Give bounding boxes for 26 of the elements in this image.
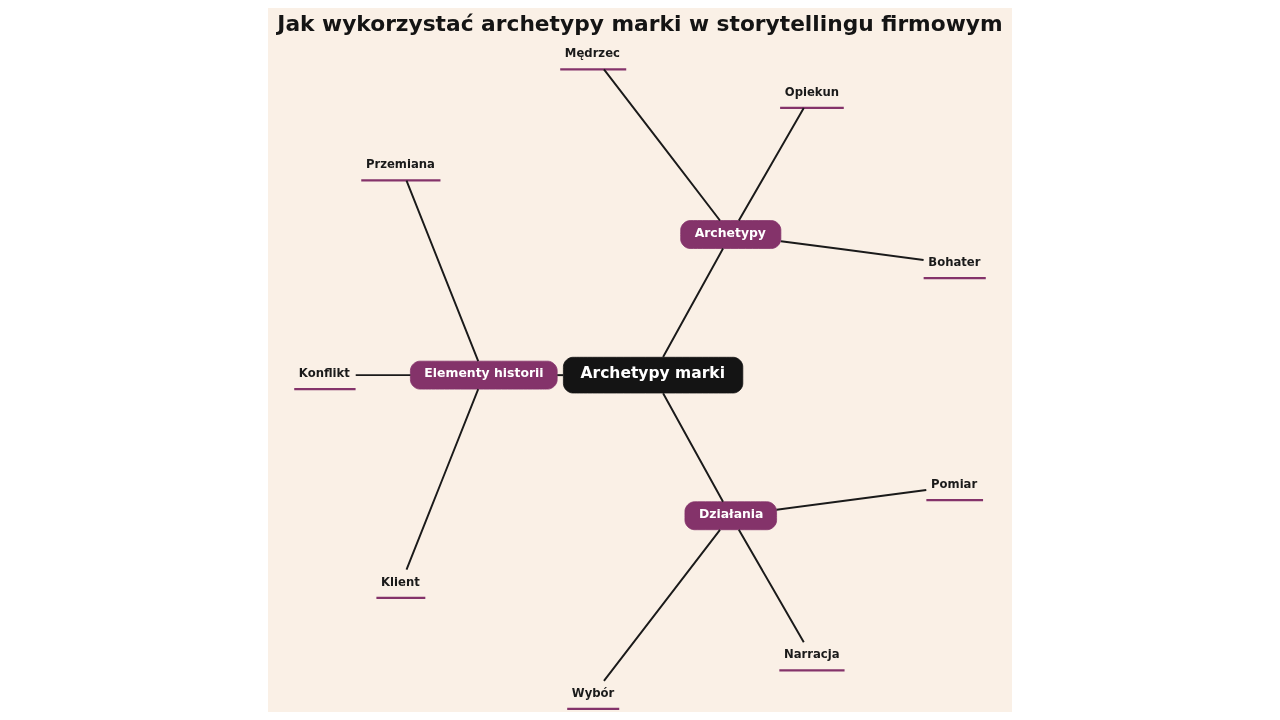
connector: [603, 528, 721, 682]
connector: [603, 68, 721, 222]
connector: [405, 388, 480, 571]
connector: [556, 374, 565, 377]
connector: [780, 240, 925, 261]
node-text: Pomiar: [931, 477, 978, 492]
node-text: Opiekun: [784, 84, 840, 99]
node-text: Klient: [381, 574, 420, 589]
connector: [662, 247, 724, 359]
connector: [737, 107, 805, 222]
node-box: Działania: [684, 501, 777, 531]
connector: [662, 392, 724, 503]
node-text: Konflikt: [298, 366, 350, 381]
node-text: Narracja: [783, 647, 840, 662]
diagram-title: Jak wykorzystać archetypy marki w storytellingu firmowym: [277, 10, 1003, 36]
node-text: Bohater: [928, 255, 981, 270]
connector: [354, 374, 412, 377]
node-text: Przemiana: [365, 157, 435, 172]
node-text: Wybór: [571, 685, 615, 700]
node-text: Mędrzec: [564, 46, 620, 61]
node-box: Elementy historii: [410, 360, 558, 390]
connector: [775, 488, 928, 511]
connector: [737, 528, 805, 644]
node-box: Archetypy: [680, 220, 782, 249]
connector: [405, 179, 480, 363]
node-box: Archetypy marki: [563, 356, 744, 394]
